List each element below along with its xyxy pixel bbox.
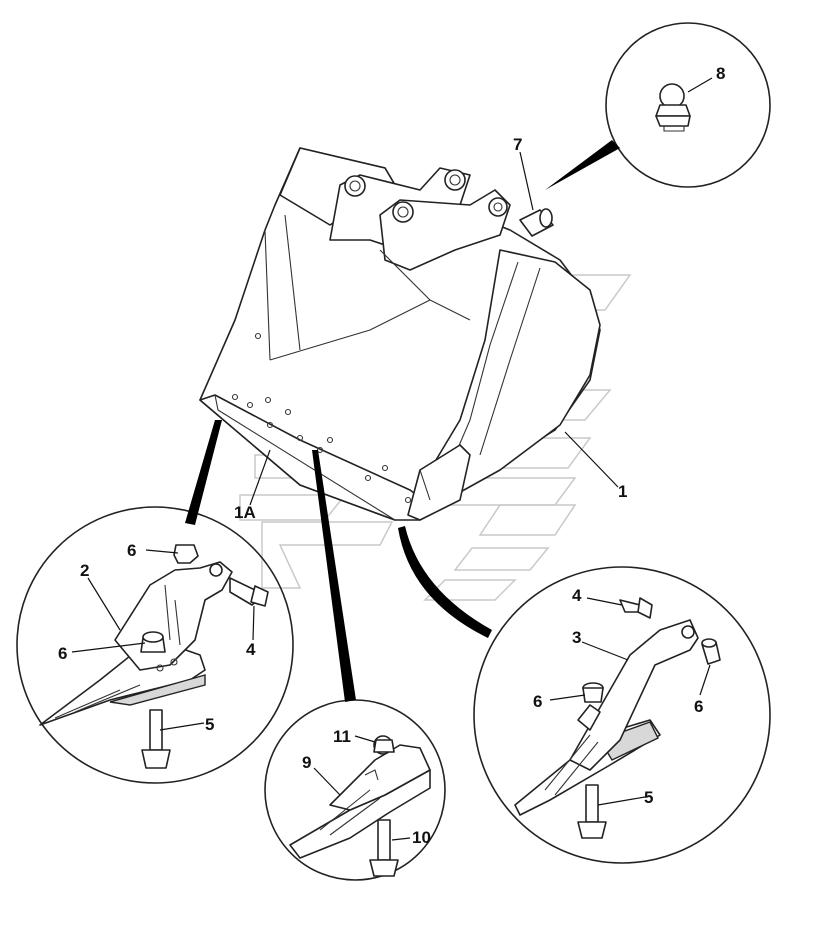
callout-2: 2 xyxy=(80,561,89,580)
callout-1a: 1A xyxy=(234,503,256,522)
detail-circle-tooth-2 xyxy=(16,420,294,784)
callout-4-right: 4 xyxy=(572,586,582,605)
leader-lines xyxy=(71,77,713,841)
callout-7: 7 xyxy=(513,135,522,154)
callout-11: 11 xyxy=(333,727,351,746)
callout-10: 10 xyxy=(412,828,431,847)
callout-labels: 1 1A 2 3 4 4 5 5 6 6 6 6 7 8 9 10 11 xyxy=(58,64,725,847)
callout-6-left-top: 6 xyxy=(127,541,136,560)
callout-9: 9 xyxy=(302,753,311,772)
detail-circle-tooth-3 xyxy=(398,526,771,864)
callout-6-right-mid: 6 xyxy=(533,692,542,711)
callout-4-left: 4 xyxy=(246,640,256,659)
callout-1: 1 xyxy=(618,482,627,501)
bucket-assembly xyxy=(199,147,601,521)
callout-6-left-mid: 6 xyxy=(58,644,67,663)
callout-8: 8 xyxy=(716,64,725,83)
detail-circle-grease-nipple xyxy=(545,22,771,190)
callout-3: 3 xyxy=(572,628,581,647)
part-7-bush xyxy=(519,208,554,237)
callout-5-right: 5 xyxy=(644,788,653,807)
detail-circle-tooth-9 xyxy=(264,450,446,881)
callout-5-left: 5 xyxy=(205,715,214,734)
callout-6-right-side: 6 xyxy=(694,697,703,716)
